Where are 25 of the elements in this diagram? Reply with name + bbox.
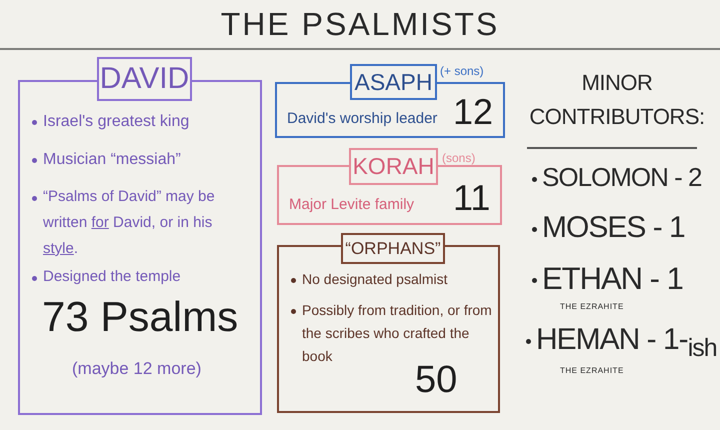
subtitle-text: THE EZRAHITE [560, 302, 624, 312]
side-note: (+ sons) [440, 64, 484, 78]
contributor-item: SOLOMON - 2 [542, 163, 702, 193]
side-note: (sons) [442, 151, 476, 166]
section-heading: KORAH [349, 148, 438, 185]
contributor-item: MOSES - 1 [542, 211, 685, 246]
contributor-item: HEMAN - 1-$_{ish}$ [536, 323, 717, 363]
subtitle-text: THE EZRAHITE [560, 366, 624, 376]
note-text: (maybe 12 more) [72, 359, 202, 380]
bullet-text: Musician “messiah” [43, 150, 182, 170]
psalm-count: 73 Psalms [42, 296, 238, 338]
section-heading: ASAPH [350, 64, 437, 100]
contributor-item: ETHAN - 1 [542, 261, 683, 297]
bullet-text: Designed the temple [43, 268, 182, 286]
bullet-text: “Psalms of David” may be written for David, or in his style. [43, 187, 216, 259]
description-text: Major Levite family [289, 196, 414, 214]
description-text: David's worship leader [287, 110, 438, 128]
column-heading: MINOR CONTRIBUTORS: [528, 69, 706, 131]
section-heading: “ORPHANS” [341, 233, 445, 264]
section-heading: DAVID [97, 57, 192, 101]
bullet-text: Israel's greatest king [43, 112, 190, 132]
psalm-count: 11 [453, 180, 490, 216]
page-title: THE PSALMISTS [220, 5, 500, 44]
bullet-text: No designated psalmist [302, 271, 449, 288]
psalm-count: 12 [453, 94, 494, 130]
